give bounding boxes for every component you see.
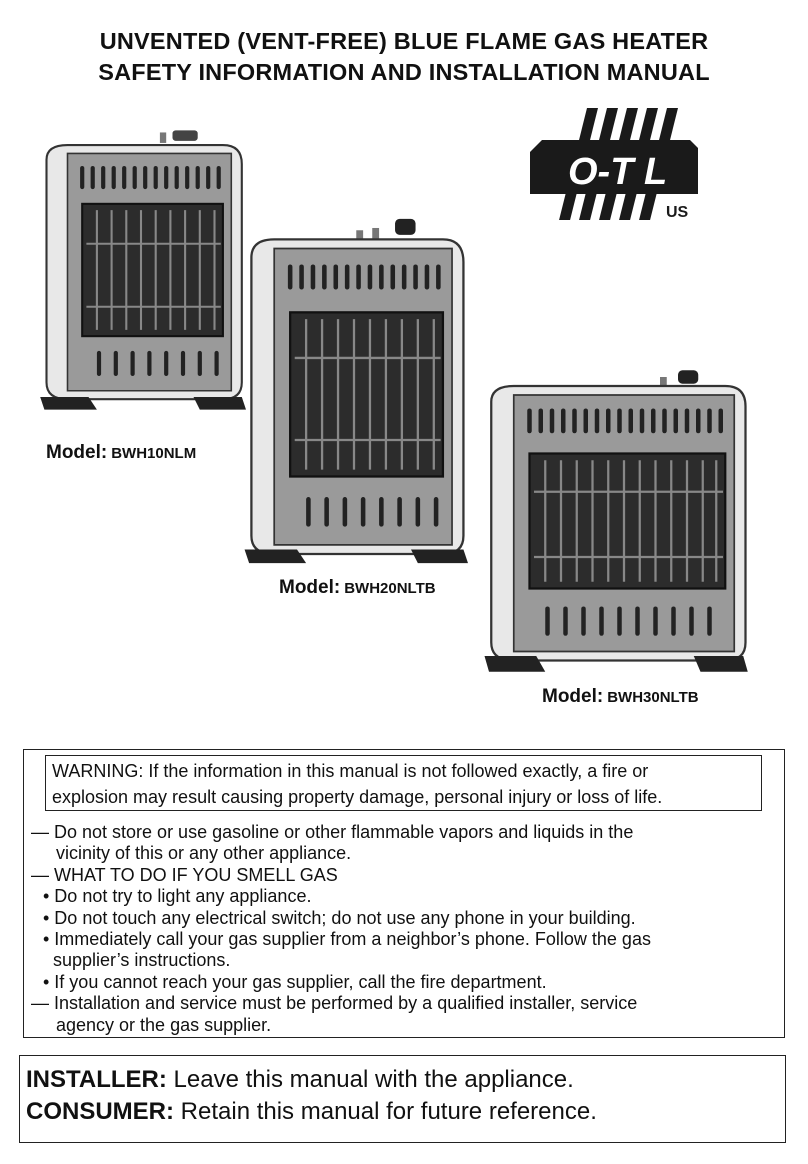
model-value: BWH20NLTB (344, 580, 436, 597)
otl-logo-graphic: O-T L US (530, 108, 706, 221)
warning-line-1: WARNING: If the information in this manu… (52, 761, 649, 781)
installer-notice: INSTALLER: Leave this manual with the ap… (26, 1064, 785, 1096)
instruction-line: • Immediately call your gas supplier fro… (43, 929, 651, 950)
heater-image-large (480, 368, 750, 674)
warning-box: WARNING: If the information in this manu… (45, 755, 762, 811)
warning-line-2: explosion may result causing property da… (52, 787, 663, 807)
installer-text: Leave this manual with the appliance. (166, 1066, 574, 1093)
model-key: Model: (46, 442, 108, 463)
model-label-bwh20nltb: Model:BWH20NLTB (279, 577, 436, 599)
instruction-line: — Do not store or use gasoline or other … (31, 822, 634, 842)
instruction-line: • Do not try to light any appliance. (43, 886, 312, 907)
heater-image-medium (240, 216, 468, 566)
consumer-notice: CONSUMER: Retain this manual for future … (26, 1096, 785, 1128)
consumer-label: CONSUMER: (26, 1098, 174, 1125)
model-value: BWH10NLM (111, 445, 197, 462)
instruction-line: • If you cannot reach your gas supplier,… (43, 971, 547, 992)
heater-image-small (36, 128, 246, 412)
instruction-line: vicinity of this or any other appliance. (56, 843, 352, 864)
page-title: UNVENTED (VENT-FREE) BLUE FLAME GAS HEAT… (0, 26, 808, 88)
logo-text: O-T L (568, 151, 667, 193)
model-key: Model: (542, 686, 604, 707)
model-value: BWH30NLTB (607, 689, 699, 706)
instruction-line: — WHAT TO DO IF YOU SMELL GAS (31, 864, 338, 885)
logo-sub-text: US (666, 204, 689, 221)
installer-label: INSTALLER: (26, 1066, 167, 1093)
safety-warning-panel (23, 749, 785, 1038)
instruction-line: — Installation and service must be perfo… (31, 993, 638, 1014)
model-label-bwh10nlm: Model:BWH10NLM (46, 442, 196, 464)
model-label-bwh30nltb: Model:BWH30NLTB (542, 686, 699, 708)
gas-safety-instructions: — Do not store or use gasoline or other … (31, 822, 781, 1036)
model-key: Model: (279, 577, 341, 598)
otl-logo: O-T L US (522, 104, 706, 226)
instruction-line: supplier’s instructions. (53, 950, 231, 971)
consumer-text: Retain this manual for future reference. (174, 1098, 597, 1125)
installer-consumer-notice: INSTALLER: Leave this manual with the ap… (19, 1055, 786, 1143)
instruction-line: • Do not touch any electrical switch; do… (43, 907, 636, 928)
title-line-1: UNVENTED (VENT-FREE) BLUE FLAME GAS HEAT… (99, 28, 709, 54)
title-line-2: SAFETY INFORMATION AND INSTALLATION MANU… (98, 59, 710, 85)
instruction-line: agency or the gas supplier. (56, 1014, 272, 1035)
